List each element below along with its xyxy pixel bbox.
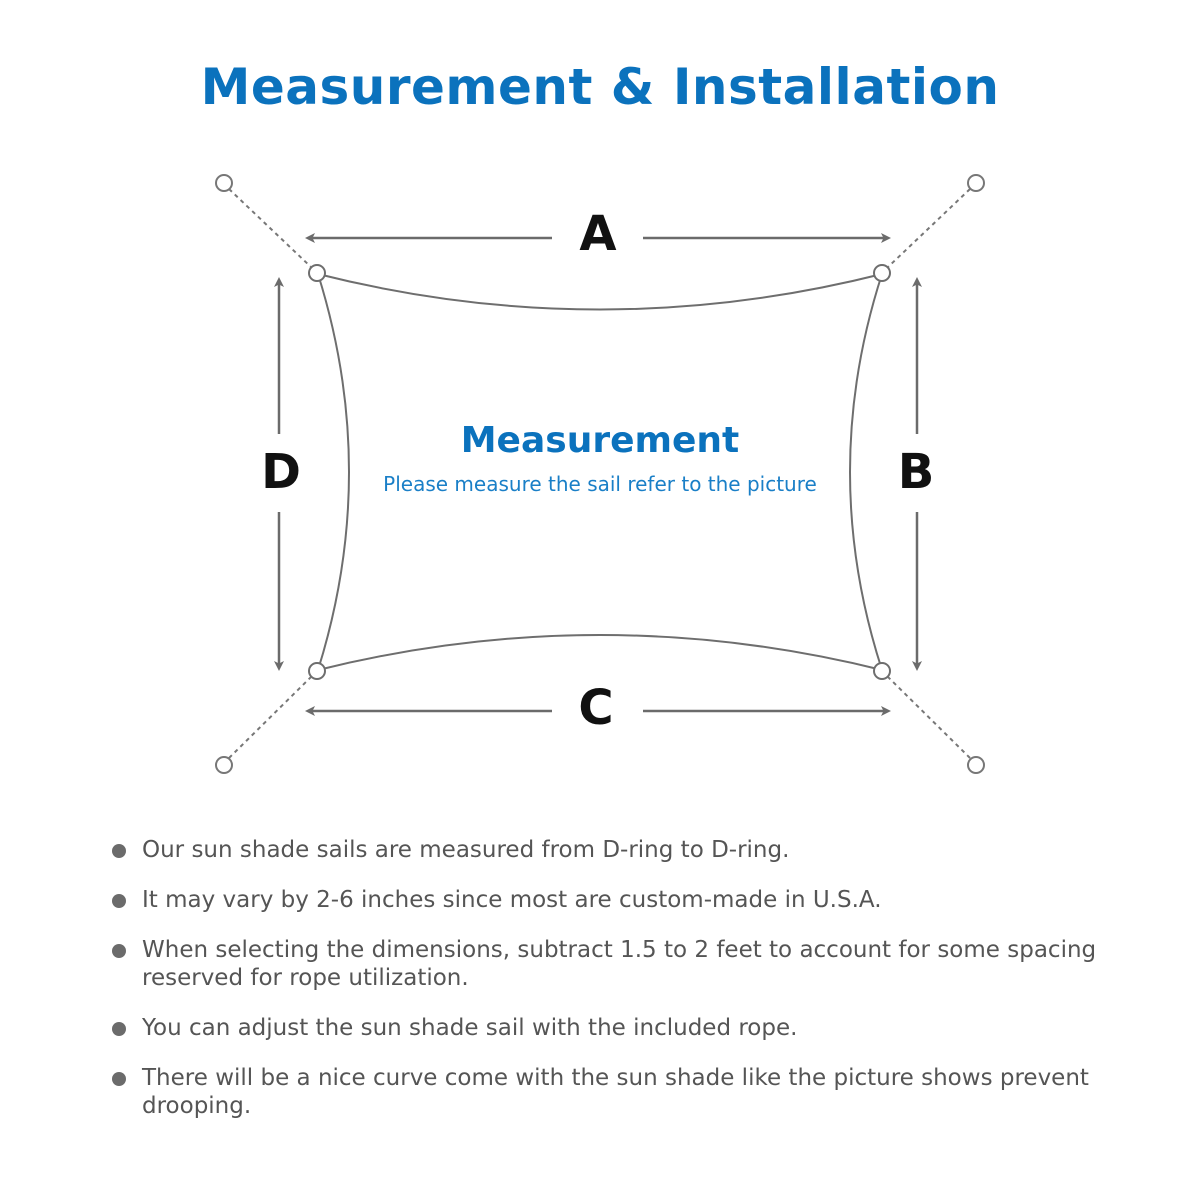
d-ring-bottom-left — [308, 662, 326, 680]
notes-list: Our sun shade sails are measured from D-… — [110, 836, 1110, 1142]
bullet-icon — [112, 894, 126, 908]
note-text: When selecting the dimensions, subtract … — [142, 937, 1097, 991]
list-item: When selecting the dimensions, subtract … — [110, 936, 1110, 992]
anchor-top-right — [967, 174, 985, 192]
anchor-bottom-right — [967, 756, 985, 774]
bullet-icon — [112, 1072, 126, 1086]
rope-bottom-left — [228, 675, 313, 759]
list-item: There will be a nice curve come with the… — [110, 1064, 1110, 1120]
note-text: It may vary by 2-6 inches since most are… — [142, 887, 882, 913]
note-text: Our sun shade sails are measured from D-… — [142, 837, 790, 863]
page-title: Measurement & Installation — [200, 58, 1000, 116]
list-item: It may vary by 2-6 inches since most are… — [110, 886, 1110, 914]
dimension-label-b: B — [897, 444, 935, 500]
anchor-top-left — [215, 174, 233, 192]
d-ring-top-left — [308, 264, 326, 282]
note-text: There will be a nice curve come with the… — [142, 1065, 1089, 1119]
bullet-icon — [112, 1022, 126, 1036]
diagram-drawing — [215, 174, 985, 774]
note-text: You can adjust the sun shade sail with t… — [142, 1015, 798, 1041]
rope-bottom-right — [886, 675, 971, 759]
d-ring-top-right — [873, 264, 891, 282]
dimension-label-d: D — [261, 444, 301, 500]
list-item: You can adjust the sun shade sail with t… — [110, 1014, 1110, 1042]
bullet-icon — [112, 944, 126, 958]
d-ring-bottom-right — [873, 662, 891, 680]
anchor-bottom-left — [215, 756, 233, 774]
list-item: Our sun shade sails are measured from D-… — [110, 836, 1110, 864]
dimension-label-a: A — [579, 206, 617, 262]
rope-top-left — [228, 188, 313, 269]
dimension-label-c: C — [578, 680, 614, 736]
bullet-icon — [112, 844, 126, 858]
shade-sail-diagram: A B C D Measurement Please measure the s… — [215, 174, 985, 774]
measurement-heading: Measurement — [460, 420, 740, 461]
measurement-subtext: Please measure the sail refer to the pic… — [383, 472, 817, 496]
rope-top-right — [886, 188, 971, 269]
